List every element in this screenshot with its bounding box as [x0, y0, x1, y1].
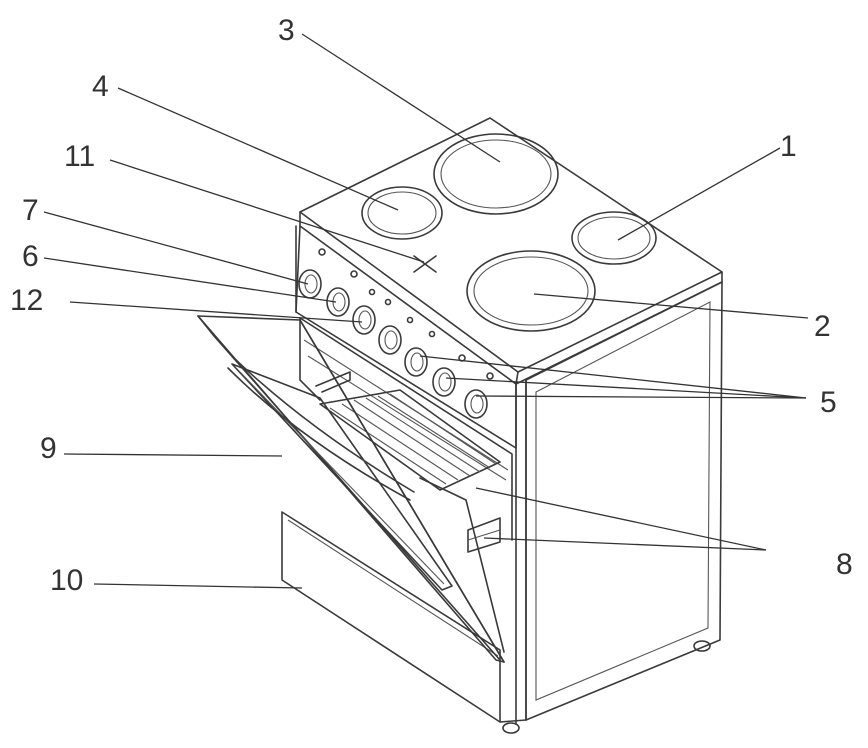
knob	[352, 305, 376, 335]
leader-10	[93, 583, 303, 589]
hot-plate-3	[433, 133, 559, 215]
side-panel-inset	[535, 301, 711, 701]
oven-door-window	[231, 363, 453, 591]
leader-1	[617, 147, 781, 241]
knob	[326, 287, 350, 317]
leader-6	[43, 257, 337, 303]
label-10: 10	[50, 564, 83, 597]
label-7: 7	[22, 194, 39, 227]
leader-lines	[43, 33, 809, 589]
label-5: 5	[820, 386, 837, 419]
oven-door	[197, 315, 505, 663]
label-9: 9	[40, 432, 57, 465]
label-12: 12	[10, 284, 43, 317]
leader-5a	[419, 355, 807, 399]
callout-labels: 3 4 11 7 6 12 1 2 5 8 9 10	[10, 14, 853, 597]
oven-tray-lower	[467, 517, 501, 553]
knob	[298, 269, 322, 299]
side-panel	[525, 281, 723, 721]
knob	[378, 325, 402, 355]
oven-door-handle	[227, 367, 411, 501]
control-knobs	[298, 269, 488, 419]
leader-7	[43, 211, 309, 285]
label-2: 2	[814, 310, 831, 343]
cooktop-front-edge	[515, 271, 723, 385]
label-8: 8	[836, 548, 853, 581]
foot	[693, 640, 711, 652]
leader-11	[109, 159, 425, 263]
label-4: 4	[92, 70, 109, 103]
leader-8a	[475, 487, 767, 551]
label-6: 6	[22, 240, 39, 273]
knob	[464, 389, 488, 419]
cooktop	[299, 117, 723, 385]
indicator-lights	[318, 248, 494, 380]
knob	[432, 367, 456, 397]
leader-5b	[445, 377, 807, 399]
leader-2	[533, 293, 809, 319]
knob	[404, 347, 428, 377]
hot-plate-1	[571, 211, 657, 265]
hot-plate-2	[466, 250, 596, 332]
hot-plate-4	[361, 186, 443, 240]
leader-8b	[483, 537, 767, 551]
cooktop-cross-mark	[413, 255, 437, 273]
foot	[502, 722, 520, 734]
leader-3	[301, 33, 501, 163]
label-1: 1	[780, 130, 797, 163]
stove-body	[281, 225, 723, 734]
leader-12	[69, 301, 363, 323]
label-3: 3	[278, 14, 295, 47]
leader-5c	[475, 395, 807, 399]
oven-rack-upper	[315, 371, 501, 491]
leader-9	[63, 453, 283, 457]
leader-4	[117, 87, 399, 211]
label-11: 11	[64, 140, 95, 173]
